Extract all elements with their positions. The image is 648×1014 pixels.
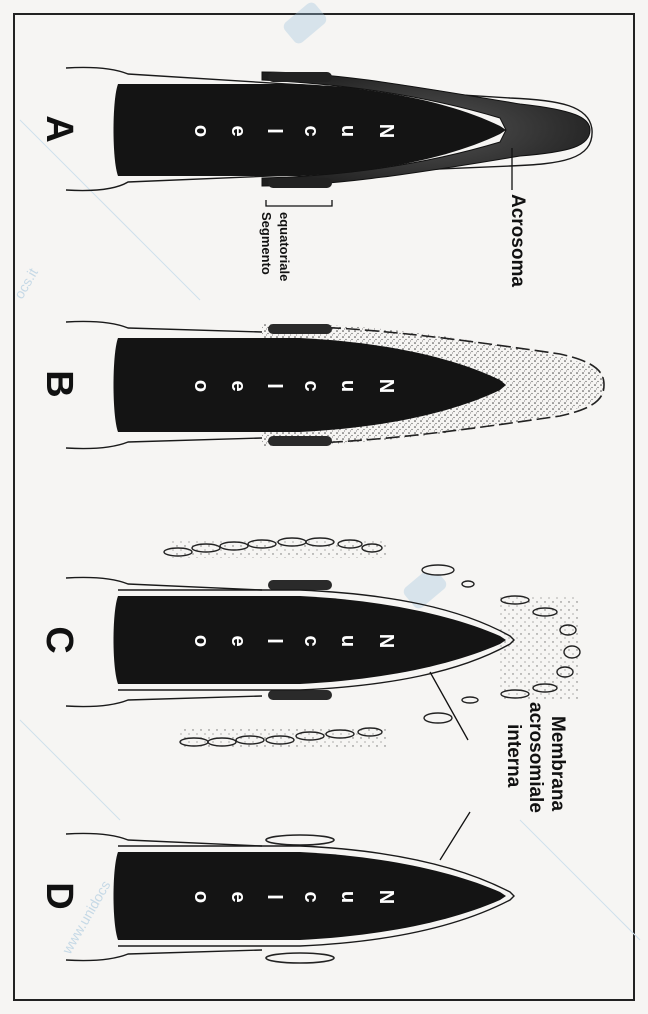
svg-text:c: c — [300, 891, 322, 902]
panel-letter-b: B — [38, 370, 80, 397]
svg-text:u: u — [337, 125, 359, 137]
svg-text:u: u — [337, 891, 359, 903]
equatorial-segment-a-top — [268, 72, 332, 82]
svg-text:o: o — [190, 125, 212, 137]
panel-c: C — [38, 538, 580, 748]
svg-text:l: l — [263, 894, 285, 900]
equatorial-segment-a-bottom — [268, 178, 332, 188]
label-segmento: Segmento — [259, 212, 274, 275]
label-equatoriale: equatoriale — [277, 212, 292, 281]
svg-text:e: e — [227, 380, 249, 391]
panel-b: B N u c l e o — [38, 321, 606, 448]
svg-text:c: c — [300, 380, 322, 391]
svg-text:e: e — [227, 125, 249, 136]
svg-text:l: l — [263, 383, 285, 389]
svg-text:l: l — [263, 638, 285, 644]
svg-text:ocs.it: ocs.it — [11, 265, 41, 301]
svg-text:o: o — [190, 635, 212, 647]
svg-text:o: o — [190, 380, 212, 392]
label-membrana-acrosomiale-interna: Membrana acrosomiale interna — [503, 702, 568, 813]
svg-text:N: N — [375, 890, 397, 904]
svg-text:u: u — [337, 635, 359, 647]
equatorial-segment-c-top — [268, 580, 332, 590]
equatorial-segment-b-top — [268, 324, 332, 334]
panel-letter-a: A — [38, 115, 80, 142]
svg-text:Membrana: Membrana — [547, 716, 568, 811]
panel-a: A N u c l e o Acrosoma Segmento equatori… — [38, 67, 592, 287]
label-acrosoma: Acrosoma — [507, 194, 528, 287]
svg-text:N: N — [375, 379, 397, 393]
svg-text:c: c — [300, 635, 322, 646]
svg-text:interna: interna — [503, 724, 524, 788]
svg-text:u: u — [337, 380, 359, 392]
equatorial-segment-d-bottom — [266, 953, 334, 963]
equatorial-segment-d-top — [266, 835, 334, 845]
panel-letter-d: D — [38, 882, 80, 909]
svg-text:c: c — [300, 125, 322, 136]
svg-text:N: N — [375, 634, 397, 648]
svg-text:o: o — [190, 891, 212, 903]
equatorial-segment-b-bottom — [268, 436, 332, 446]
svg-text:N: N — [375, 124, 397, 138]
svg-text:l: l — [263, 128, 285, 134]
equatorial-segment-c-bottom — [268, 690, 332, 700]
svg-text:acrosomiale: acrosomiale — [525, 702, 546, 813]
svg-text:e: e — [227, 635, 249, 646]
panel-letter-c: C — [38, 626, 80, 653]
svg-text:e: e — [227, 891, 249, 902]
